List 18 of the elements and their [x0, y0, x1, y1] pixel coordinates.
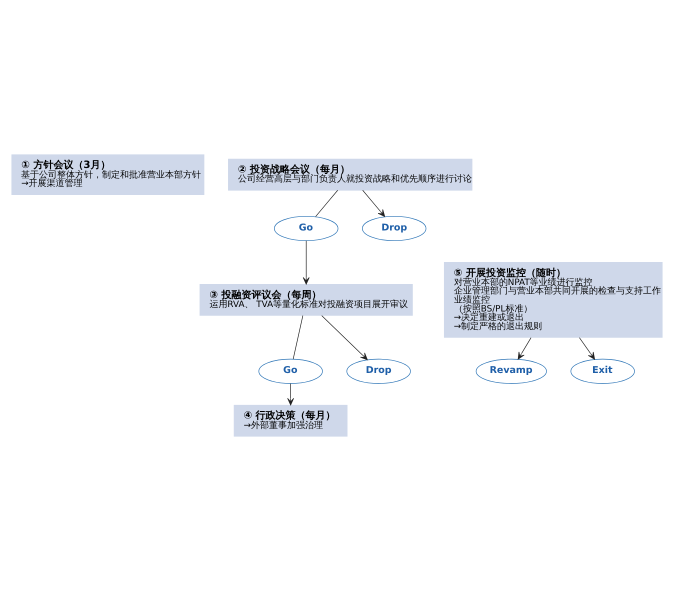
node-ellipse: Exit [570, 358, 635, 384]
node-box: ③ 投融资评议会（每周） 运用RVA、 TVA等量化标准对投融资项目展开审议 [200, 284, 413, 316]
arrow [362, 190, 386, 217]
node-box: ④ 行政决策（每月） →外部董事加强治理 [234, 404, 348, 437]
arrow [302, 240, 310, 285]
arrow [287, 383, 294, 406]
node-box: ② 投资战略会议（每月） 公司经营高层与部门负责人就投资战略和优先顺序进行讨论 [228, 158, 472, 191]
node-ellipse: Go [274, 216, 338, 241]
node-box: ⑤ 开展投资监控（随时） 对营业本部的NPAT等业绩进行监控 企业管理部门与营业本部共同开展的检查与支持工作 业绩监控 （按照BS/PL标准） →决定重建或退出 →制定严格的退出规则 [444, 262, 663, 338]
node-ellipse: Drop [346, 358, 411, 384]
connector [292, 315, 304, 360]
node-box: ① 方针会议（3月） 基于公司整体方针，制定和批准营业本部方针 →开展渠道管理 [11, 154, 204, 195]
connector [315, 190, 338, 217]
node-ellipse: Go [258, 358, 323, 384]
node-ellipse: Revamp [476, 358, 547, 384]
arrow [579, 337, 595, 360]
node-ellipse: Drop [362, 216, 426, 241]
arrow [518, 337, 532, 360]
